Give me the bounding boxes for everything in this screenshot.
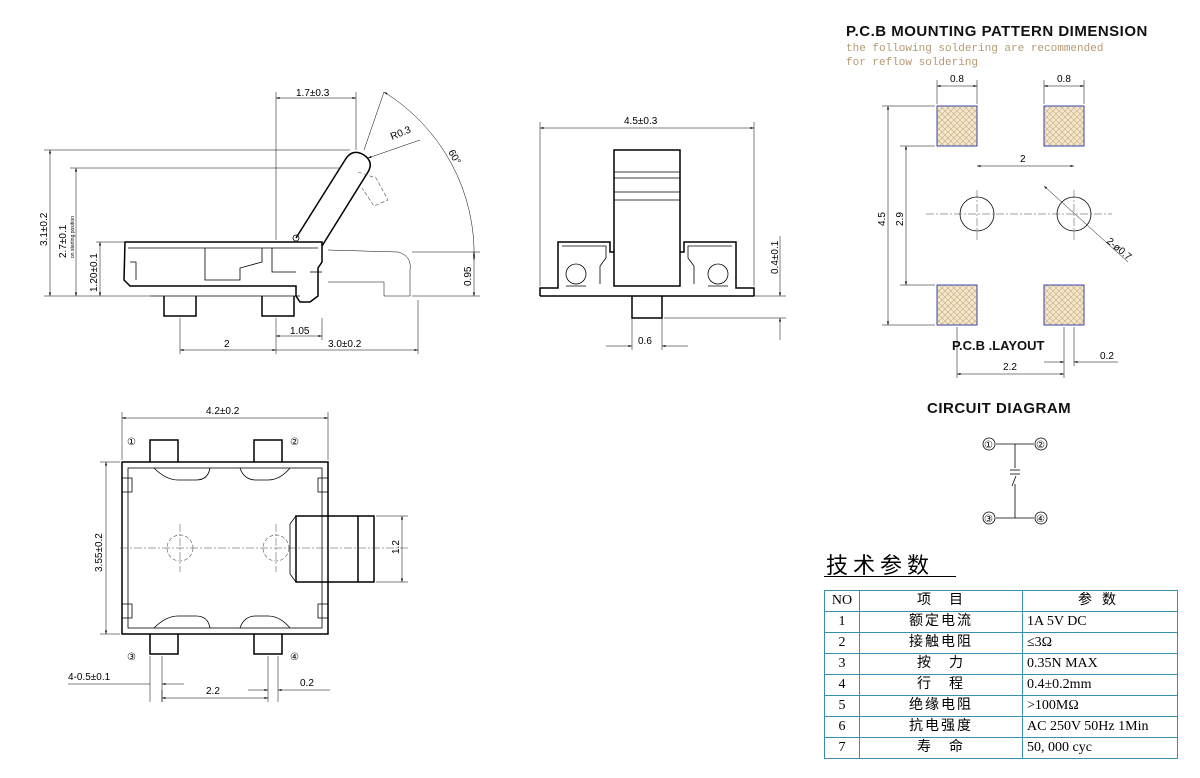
pcb-note-1: the following soldering are recommended <box>846 43 1103 55</box>
spec-header-row: NO 项 目 参数 <box>824 590 1178 612</box>
side-view: 1.7±0.3 R0.3 60° 0.95 3.1±0.2 2.7±0.1 on… <box>39 88 480 354</box>
spec-item: 按 力 <box>859 653 1023 675</box>
dim-front-travel: 0.4±0.1 <box>770 240 781 274</box>
spec-table: NO 项 目 参数 1 额定电流 1A 5V DC 2 接触电阻 ≤3Ω 3 按… <box>824 590 1178 759</box>
table-row: 1 额定电流 1A 5V DC <box>824 611 1178 633</box>
spec-no: 2 <box>824 632 860 654</box>
dim-front-pin: 0.6 <box>638 336 652 347</box>
spec-no: 7 <box>824 737 860 759</box>
spec-value: 0.4±0.2mm <box>1022 674 1178 696</box>
spec-title-underline <box>824 576 956 577</box>
dim-top-pin-width: 4-0.5±0.1 <box>68 672 111 683</box>
table-row: 2 接触电阻 ≤3Ω <box>824 632 1178 654</box>
table-row: 6 抗电强度 AC 250V 50Hz 1Min <box>824 716 1178 738</box>
dim-total-height: 3.1±0.2 <box>39 212 50 246</box>
top-pin-1: ① <box>127 437 136 448</box>
dim-front-width: 4.5±0.3 <box>624 116 658 127</box>
spec-item: 接触电阻 <box>859 632 1023 654</box>
dim-angle: 60° <box>445 148 462 167</box>
spec-value: 0.35N MAX <box>1022 653 1178 675</box>
circuit-pin-3: ③ <box>984 514 993 525</box>
pcb-layout: P.C.B MOUNTING PATTERN DIMENSION the fol… <box>846 23 1148 378</box>
spec-header-value: 参数 <box>1022 590 1178 612</box>
spec-item: 行 程 <box>859 674 1023 696</box>
spec-value: 1A 5V DC <box>1022 611 1178 633</box>
spec-item: 绝缘电阻 <box>859 695 1023 717</box>
dim-top-pitch: 2.2 <box>206 686 220 697</box>
dim-lever-pos: 1.05 <box>290 326 310 337</box>
spec-value: ≤3Ω <box>1022 632 1178 654</box>
pcb-title: P.C.B MOUNTING PATTERN DIMENSION <box>846 23 1148 40</box>
spec-title: 技术参数 <box>826 553 935 578</box>
spec-item: 额定电流 <box>859 611 1023 633</box>
dim-on-label: on starting position <box>70 216 76 258</box>
circuit-pin-1: ① <box>984 440 993 451</box>
dim-pitch-left: 2 <box>224 339 230 350</box>
dim-hole-dia: 2-ø0.7 <box>1104 236 1134 263</box>
dim-lever-right: 3.0±0.2 <box>328 339 362 350</box>
table-row: 5 绝缘电阻 >100MΩ <box>824 695 1178 717</box>
dim-travel-height: 0.95 <box>463 266 474 286</box>
spec-no: 4 <box>824 674 860 696</box>
spec-no: 3 <box>824 653 860 675</box>
top-pin-4: ④ <box>290 652 299 663</box>
dim-pcb-gap: 0.2 <box>1100 351 1114 362</box>
dim-top-gap: 0.2 <box>300 678 314 689</box>
spec-no: 5 <box>824 695 860 717</box>
top-view: ① ② ③ ④ 4.2±0.2 3.55±0.2 1.2 4-0.5±0.1 2… <box>68 406 410 702</box>
dim-pcb-pitch: 2.2 <box>1003 362 1017 373</box>
dim-pcb-inner: 2.9 <box>895 212 906 226</box>
spec-value: 50, 000 cyc <box>1022 737 1178 759</box>
dim-radius: R0.3 <box>389 125 413 143</box>
circuit-pin-2: ② <box>1036 440 1045 451</box>
top-pin-2: ② <box>290 437 299 448</box>
pcb-layout-label: P.C.B .LAYOUT <box>952 338 1045 353</box>
dim-hole-pitch: 2 <box>1020 154 1026 165</box>
spec-no: 1 <box>824 611 860 633</box>
dim-body-height: 1.20±0.1 <box>89 253 100 292</box>
dim-top-height: 3.55±0.2 <box>94 533 105 572</box>
spec-item: 寿 命 <box>859 737 1023 759</box>
dim-pad-right: 0.8 <box>1057 74 1071 85</box>
spec-header-no: NO <box>824 590 860 612</box>
table-row: 7 寿 命 50, 000 cyc <box>824 737 1178 759</box>
dim-pad-left: 0.8 <box>950 74 964 85</box>
table-row: 3 按 力 0.35N MAX <box>824 653 1178 675</box>
spec-value: >100MΩ <box>1022 695 1178 717</box>
spec-value: AC 250V 50Hz 1Min <box>1022 716 1178 738</box>
dim-lever-offset: 1.7±0.3 <box>296 88 330 99</box>
dim-pcb-outer: 4.5 <box>877 212 888 226</box>
spec-header-item: 项 目 <box>859 590 1023 612</box>
top-pin-3: ③ <box>127 652 136 663</box>
pcb-note-2: for reflow soldering <box>846 57 978 69</box>
dim-top-width: 4.2±0.2 <box>206 406 240 417</box>
spec-item: 抗电强度 <box>859 716 1023 738</box>
table-row: 4 行 程 0.4±0.2mm <box>824 674 1178 696</box>
spec-no: 6 <box>824 716 860 738</box>
circuit-pin-4: ④ <box>1036 514 1045 525</box>
circuit-diagram: CIRCUIT DIAGRAM ① ② ③ ④ <box>927 400 1071 525</box>
front-view: 4.5±0.3 0.4±0.1 0.6 <box>539 116 786 350</box>
dim-lever-width: 1.2 <box>391 540 402 554</box>
dim-on-height: 2.7±0.1 <box>58 224 69 258</box>
circuit-title: CIRCUIT DIAGRAM <box>927 400 1071 417</box>
